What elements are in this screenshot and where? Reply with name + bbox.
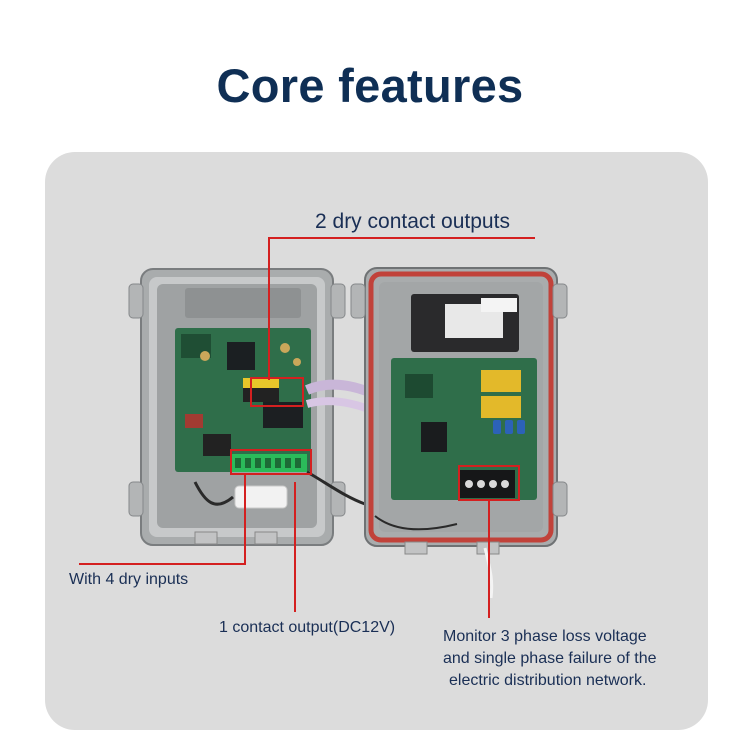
monitor-label-line-1: Monitor 3 phase loss voltage xyxy=(443,628,647,645)
product-panel: 2 dry contact outputs With 4 dry inputs … xyxy=(45,152,708,730)
monitor-label-line-2: and single phase failure of the xyxy=(443,650,657,667)
page-title: Core features xyxy=(216,59,524,112)
monitor-label: Monitor 3 phase loss voltage and single … xyxy=(443,626,656,692)
left-enclosure xyxy=(128,268,366,546)
contact-output-label: 1 contact output(DC12V) xyxy=(219,619,396,636)
right-enclosure xyxy=(350,267,568,599)
monitor-label-line-3: electric distribution network. xyxy=(449,672,647,689)
dry-contact-outputs-label: 2 dry contact outputs xyxy=(315,210,510,233)
callout-lines xyxy=(79,237,535,618)
dry-inputs-label: With 4 dry inputs xyxy=(69,571,189,588)
device-photo xyxy=(79,237,568,618)
